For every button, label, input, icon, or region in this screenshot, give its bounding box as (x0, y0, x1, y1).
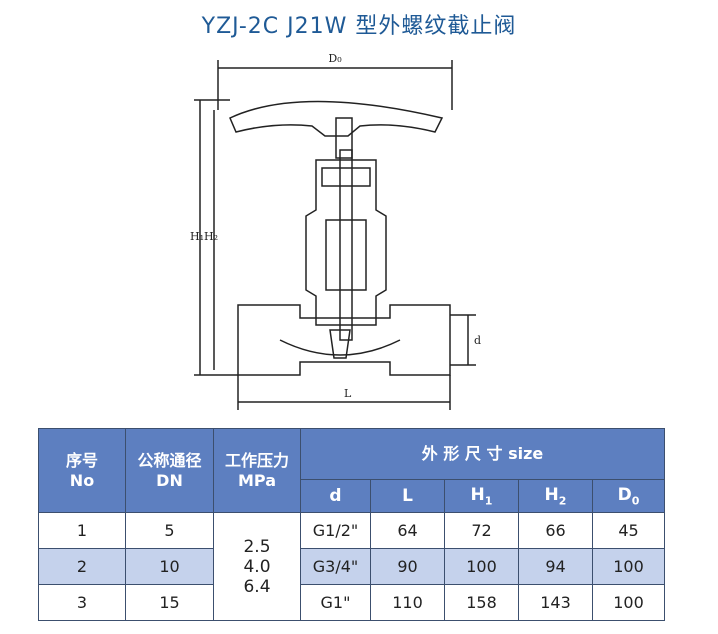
d-label: d (474, 334, 481, 347)
h1-label: H₁ (190, 230, 204, 243)
cell-d: G3/4" (300, 548, 371, 585)
cell-dn: 15 (125, 584, 214, 621)
cell-dn: 10 (125, 548, 214, 585)
cell-h2: 143 (518, 584, 593, 621)
cell-l: 110 (370, 584, 445, 621)
cell-d0: 45 (591, 512, 666, 549)
cell-h1: 100 (444, 548, 519, 585)
table-row: 2 10 G3/4" 90 100 94 100 (38, 548, 666, 585)
cell-d0: 100 (591, 548, 666, 585)
d0-label: D₀ (328, 52, 342, 65)
cell-d: G1" (300, 584, 371, 621)
subheader-h1: H1 (444, 479, 519, 513)
cell-l: 64 (370, 512, 445, 549)
cell-no: 1 (38, 512, 126, 549)
subheader-d: d (300, 479, 371, 513)
l-label: L (344, 387, 352, 400)
cell-pressure: 2.5 4.0 6.4 (213, 512, 301, 621)
cell-dn: 5 (125, 512, 214, 549)
subheader-l: L (370, 479, 445, 513)
header-dimensions: 外 形 尺 寸 size (299, 428, 666, 480)
subheader-d0: D0 (591, 479, 666, 513)
table-row: 1 5 2.5 4.0 6.4 G1/2" 64 72 66 45 (38, 512, 666, 621)
cell-h2: 66 (518, 512, 593, 549)
page-title: YZJ-2C J21W 型外螺纹截止阀 (201, 14, 517, 39)
handwheel-shape (229, 100, 444, 137)
cell-no: 2 (38, 548, 126, 585)
subheader-h2: H2 (518, 479, 593, 513)
cell-h1: 72 (444, 512, 519, 549)
valve-drawing: D₀ H₁ H₂ d L (190, 52, 481, 410)
cell-d: G1/2" (300, 512, 371, 549)
h2-label: H₂ (204, 230, 218, 243)
table-row: 3 15 G1" 110 158 143 100 (38, 584, 666, 621)
cell-h2: 94 (518, 548, 593, 585)
cell-l: 90 (370, 548, 445, 585)
cell-h1: 158 (444, 584, 519, 621)
cell-d0: 100 (591, 584, 666, 621)
cell-no: 3 (38, 584, 126, 621)
